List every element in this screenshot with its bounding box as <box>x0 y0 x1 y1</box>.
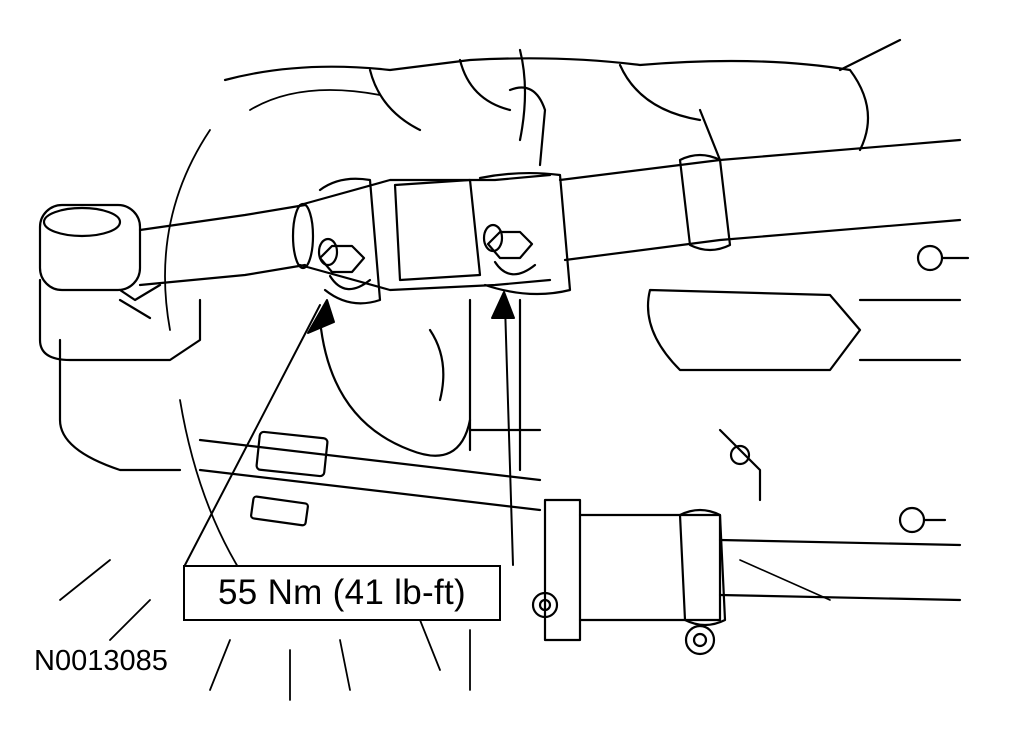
torque-spec-callout: 55 Nm (41 lb-ft) <box>183 565 501 621</box>
clamp-bolt-left <box>317 237 372 291</box>
right-side-nuts <box>718 244 970 534</box>
steering-knuckle <box>318 298 542 472</box>
tie-rod-end-left <box>38 203 307 472</box>
callout-leaders <box>184 291 515 566</box>
adjuster-sleeve <box>291 172 572 305</box>
clamp-bolt-right <box>482 223 537 276</box>
torque-spec-label: 55 Nm (41 lb-ft) <box>218 573 466 612</box>
upper-housing <box>223 38 902 167</box>
figure-id-label: N0013085 <box>34 645 168 677</box>
lower-cross-bar <box>198 430 542 527</box>
lower-clamp <box>531 498 962 656</box>
tie-rod-right <box>558 138 962 372</box>
